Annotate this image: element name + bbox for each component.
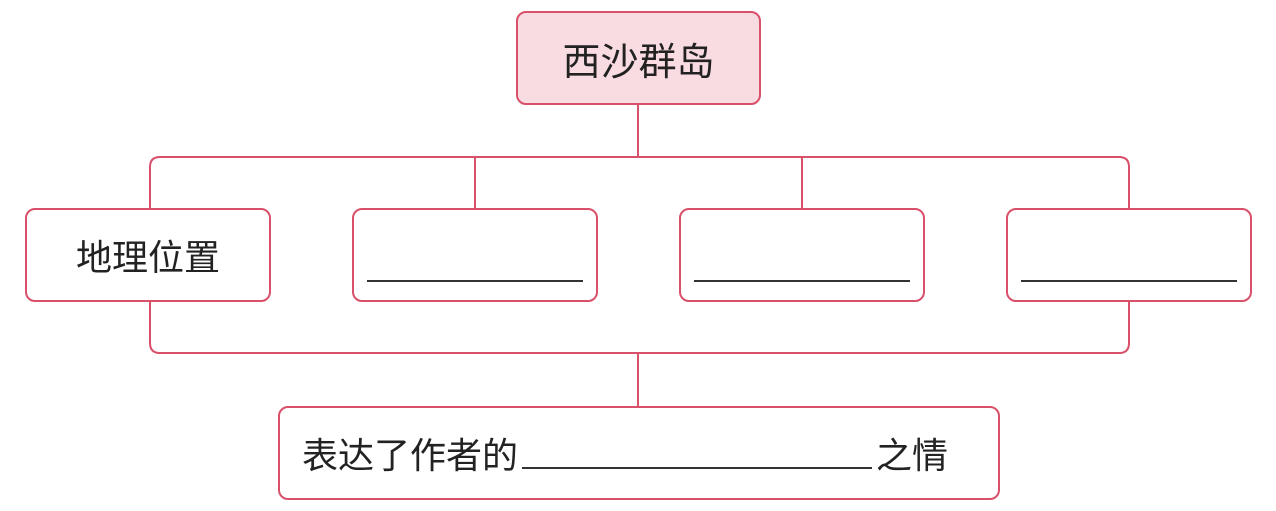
root-node-label: 西沙群岛 [562, 39, 715, 84]
top-bracket [149, 156, 1130, 208]
child-node-blank-1 [352, 208, 598, 302]
child-node-blank-2 [679, 208, 925, 302]
fill-in-blank-2[interactable] [694, 280, 910, 282]
bottom-bracket [149, 302, 1130, 354]
fill-in-blank-3[interactable] [1021, 280, 1237, 282]
conclusion-suffix: 之情 [876, 436, 949, 477]
conclusion-node: 表达了作者的 之情 [278, 406, 1000, 500]
child-node-label: 地理位置 [75, 238, 220, 279]
root-node: 西沙群岛 [516, 11, 761, 105]
fill-in-blank-1[interactable] [367, 280, 583, 282]
conclusion-fill-in-blank[interactable] [522, 437, 873, 469]
conclusion-prefix: 表达了作者的 [302, 436, 519, 477]
child-node-blank-3 [1006, 208, 1252, 302]
child-node-geography: 地理位置 [25, 208, 271, 302]
